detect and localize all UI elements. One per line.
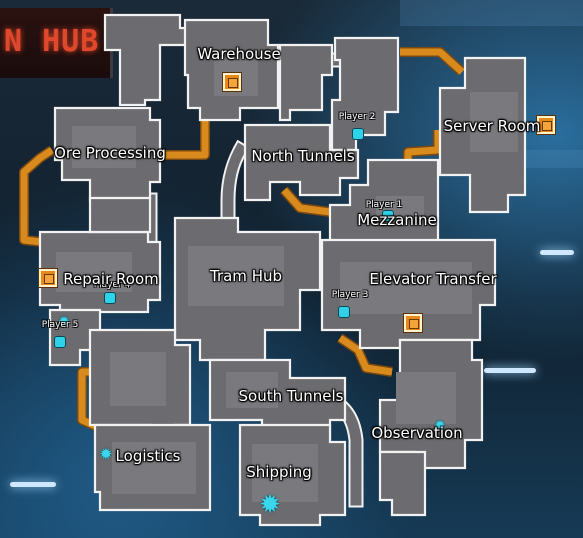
player-2-marker-icon[interactable] [352, 128, 364, 140]
player-label: Player 5 [41, 320, 79, 330]
crate-icon[interactable] [39, 269, 57, 287]
floor-lamp [10, 482, 56, 487]
ceiling-beam [400, 0, 583, 26]
spider-bot-icon[interactable]: ✹ [259, 490, 281, 520]
neon-sign-text: N HUB [4, 24, 100, 59]
spider-bot-icon[interactable]: ✹ [434, 418, 446, 434]
room-label-ore-processing[interactable]: Ore Processing [54, 144, 166, 162]
spider-bot-icon[interactable]: ✹ [58, 314, 70, 330]
crate-icon[interactable] [223, 73, 241, 91]
player-label: Player 2 [338, 112, 376, 122]
room-label-south-tunnels[interactable]: South Tunnels [238, 387, 344, 405]
room-label-server-room[interactable]: Server Room [443, 117, 541, 135]
room-label-logistics[interactable]: Logistics [115, 447, 181, 465]
player-label: Player 1 [365, 200, 403, 210]
room-label-tram-hub[interactable]: Tram Hub [209, 267, 283, 285]
player-1-marker-icon[interactable] [382, 210, 394, 222]
side-lamp [540, 250, 574, 255]
room-label-mezzanine[interactable]: Mezzanine [357, 211, 437, 229]
player-label: Player 4 [93, 280, 131, 290]
room-label-north-tunnels[interactable]: North Tunnels [251, 147, 355, 165]
player-label: Player 3 [331, 290, 369, 300]
pipes [19, 47, 466, 433]
spider-bot-icon[interactable]: ✹ [99, 444, 113, 464]
neon-sign: N HUB [0, 8, 113, 78]
player-4-marker-icon[interactable] [104, 292, 116, 304]
player-3-marker-icon[interactable] [338, 306, 350, 318]
crate-icon[interactable] [537, 116, 555, 134]
room-label-warehouse[interactable]: Warehouse [197, 45, 281, 63]
crate-icon[interactable] [404, 314, 422, 332]
room-label-observation[interactable]: Observation [371, 424, 463, 442]
room-label-repair-room[interactable]: Repair Room [63, 270, 159, 288]
wall-beam [520, 150, 583, 168]
room-label-shipping[interactable]: Shipping [246, 463, 312, 481]
ceiling-lamp [484, 368, 536, 373]
player-5-marker-icon[interactable] [54, 336, 66, 348]
room-label-elevator-transfer[interactable]: Elevator Transfer [369, 270, 497, 288]
